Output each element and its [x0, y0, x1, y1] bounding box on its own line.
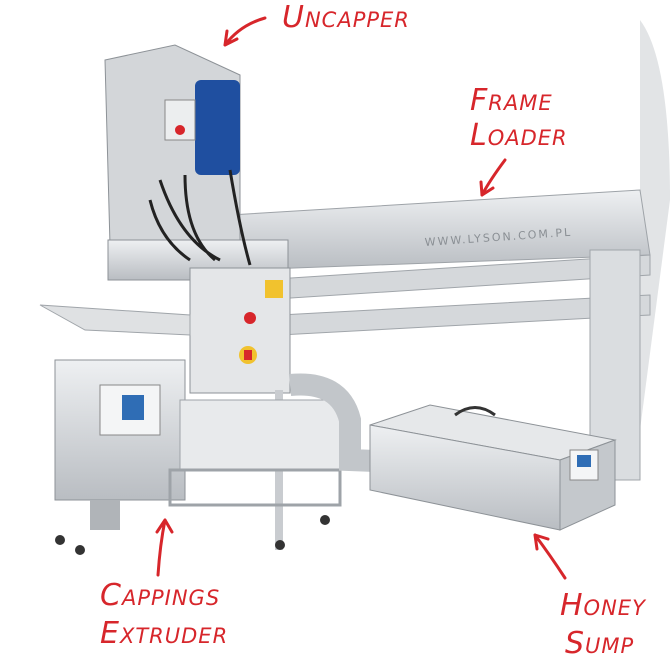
uncapper	[104, 44, 289, 281]
extractor-tank	[640, 20, 670, 430]
honey-pipe	[288, 373, 401, 473]
frame-loader-arrow	[479, 158, 507, 197]
uncapper-label: Uncapper	[282, 0, 410, 35]
uncapper-arrow	[223, 16, 267, 47]
frame-loader-label-line2: Loader	[470, 118, 568, 153]
frame-loader-label-line1: Frame	[470, 83, 553, 118]
honey-sump-label-line1: Honey	[560, 588, 646, 623]
honey-sump	[369, 404, 617, 531]
honey-sump-label-line2: Sump	[565, 626, 635, 661]
cappings-extruder	[54, 359, 342, 555]
cappings-tray	[39, 304, 191, 336]
motor	[195, 80, 240, 175]
cappings-extruder-label-line1: Cappings	[100, 578, 221, 613]
honey-sump-arrow	[533, 533, 567, 580]
frame-loader: WWW.LYSON.COM.PL	[229, 189, 651, 481]
control-box	[189, 267, 291, 550]
extruder-arrow	[155, 518, 174, 577]
cappings-extruder-label-line2: Extruder	[100, 616, 229, 651]
